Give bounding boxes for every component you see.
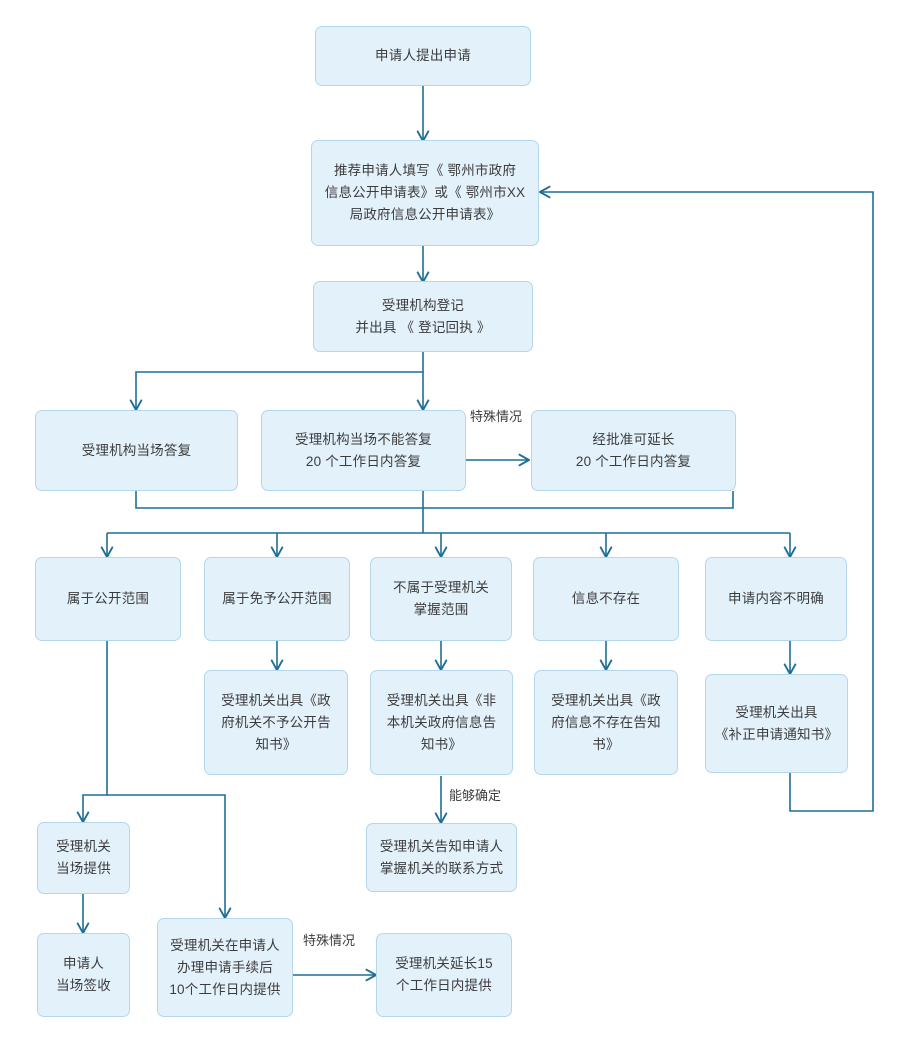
node-notice-info-not-exist[interactable]: 受理机关出具《政 府信息不存在告知 书》 bbox=[534, 670, 678, 775]
node-label: 属于免予公开范围 bbox=[222, 591, 332, 606]
node-label: 受理机构登记 并出具 《 登记回执 》 bbox=[355, 297, 491, 335]
node-not-held-by-agency[interactable]: 不属于受理机关 掌握范围 bbox=[370, 557, 512, 641]
node-label: 受理机关出具《非 本机关政府信息告 知书》 bbox=[386, 692, 497, 752]
node-label: 申请人提出申请 bbox=[375, 48, 471, 63]
node-applicant-signs-on-spot[interactable]: 申请人 当场签收 bbox=[37, 933, 130, 1017]
edge-n3-n4 bbox=[129, 351, 424, 412]
edge-label-text: 能够确定 bbox=[449, 788, 502, 803]
node-label: 受理机构当场答复 bbox=[81, 442, 192, 458]
edge-merge-bar bbox=[135, 491, 734, 509]
node-label: 推荐申请人填写《 鄂州市政府 信息公开申请表》或《 鄂州市XX 局政府信息公开申… bbox=[324, 163, 526, 222]
edge-label-special-case-top: 特殊情况 bbox=[470, 409, 522, 425]
node-label: 受理机关在申请人 办理申请手续后 10个工作日内提供 bbox=[169, 937, 281, 997]
node-label: 不属于受理机关 掌握范围 bbox=[393, 580, 489, 617]
node-label: 受理机构当场不能答复 20 个工作日内答复 bbox=[295, 431, 432, 469]
node-notice-non-disclosure[interactable]: 受理机关出具《政 府机关不予公开告 知书》 bbox=[204, 670, 348, 775]
edge-label-text: 特殊情况 bbox=[470, 409, 523, 424]
node-inform-contact-of-agency[interactable]: 受理机关告知申请人 掌握机关的联系方式 bbox=[366, 823, 517, 892]
edge-label-able-to-determine: 能够确定 bbox=[449, 788, 501, 804]
node-label: 受理机关 当场提供 bbox=[56, 839, 111, 876]
node-applicant-submits[interactable]: 申请人提出申请 bbox=[315, 26, 531, 86]
node-within-public-scope[interactable]: 属于公开范围 bbox=[35, 557, 181, 641]
node-label: 申请内容不明确 bbox=[728, 591, 824, 606]
node-answer-on-spot[interactable]: 受理机构当场答复 bbox=[35, 410, 238, 491]
node-exempt-from-disclosure[interactable]: 属于免予公开范围 bbox=[204, 557, 350, 641]
node-label: 属于公开范围 bbox=[66, 591, 150, 606]
node-cannot-answer-on-spot-20days[interactable]: 受理机构当场不能答复 20 个工作日内答复 bbox=[261, 410, 466, 491]
node-provide-within-10-workdays[interactable]: 受理机关在申请人 办理申请手续后 10个工作日内提供 bbox=[157, 918, 293, 1017]
node-label: 申请人 当场签收 bbox=[56, 956, 111, 993]
node-label: 受理机关出具 《补正申请通知书》 bbox=[714, 704, 839, 742]
node-label: 经批准可延长 20 个工作日内答复 bbox=[575, 431, 692, 469]
node-label: 信息不存在 bbox=[571, 591, 641, 606]
node-application-unclear[interactable]: 申请内容不明确 bbox=[705, 557, 847, 641]
node-information-not-exist[interactable]: 信息不存在 bbox=[533, 557, 679, 641]
node-label: 受理机关告知申请人 掌握机关的联系方式 bbox=[379, 838, 504, 876]
node-agency-provides-on-spot[interactable]: 受理机关 当场提供 bbox=[37, 822, 130, 894]
edge-label-text: 特殊情况 bbox=[303, 933, 356, 948]
node-notice-supplement-application[interactable]: 受理机关出具 《补正申请通知书》 bbox=[705, 674, 848, 773]
node-agency-registers[interactable]: 受理机构登记 并出具 《 登记回执 》 bbox=[313, 281, 533, 352]
node-label: 受理机关出具《政 府信息不存在告知 书》 bbox=[551, 692, 661, 752]
node-approved-extension-20days[interactable]: 经批准可延长 20 个工作日内答复 bbox=[531, 410, 736, 491]
node-label: 受理机关延长15 个工作日内提供 bbox=[395, 956, 493, 993]
node-label: 受理机关出具《政 府机关不予公开告 知书》 bbox=[221, 692, 331, 752]
edge-n7-n17 bbox=[76, 640, 108, 824]
node-recommend-fill-form[interactable]: 推荐申请人填写《 鄂州市政府 信息公开申请表》或《 鄂州市XX 局政府信息公开申… bbox=[311, 140, 539, 246]
node-agency-extend-15-workdays[interactable]: 受理机关延长15 个工作日内提供 bbox=[376, 933, 512, 1017]
node-notice-not-this-agency[interactable]: 受理机关出具《非 本机关政府信息告 知书》 bbox=[370, 670, 513, 775]
edge-label-special-case-bottom: 特殊情况 bbox=[303, 933, 355, 949]
